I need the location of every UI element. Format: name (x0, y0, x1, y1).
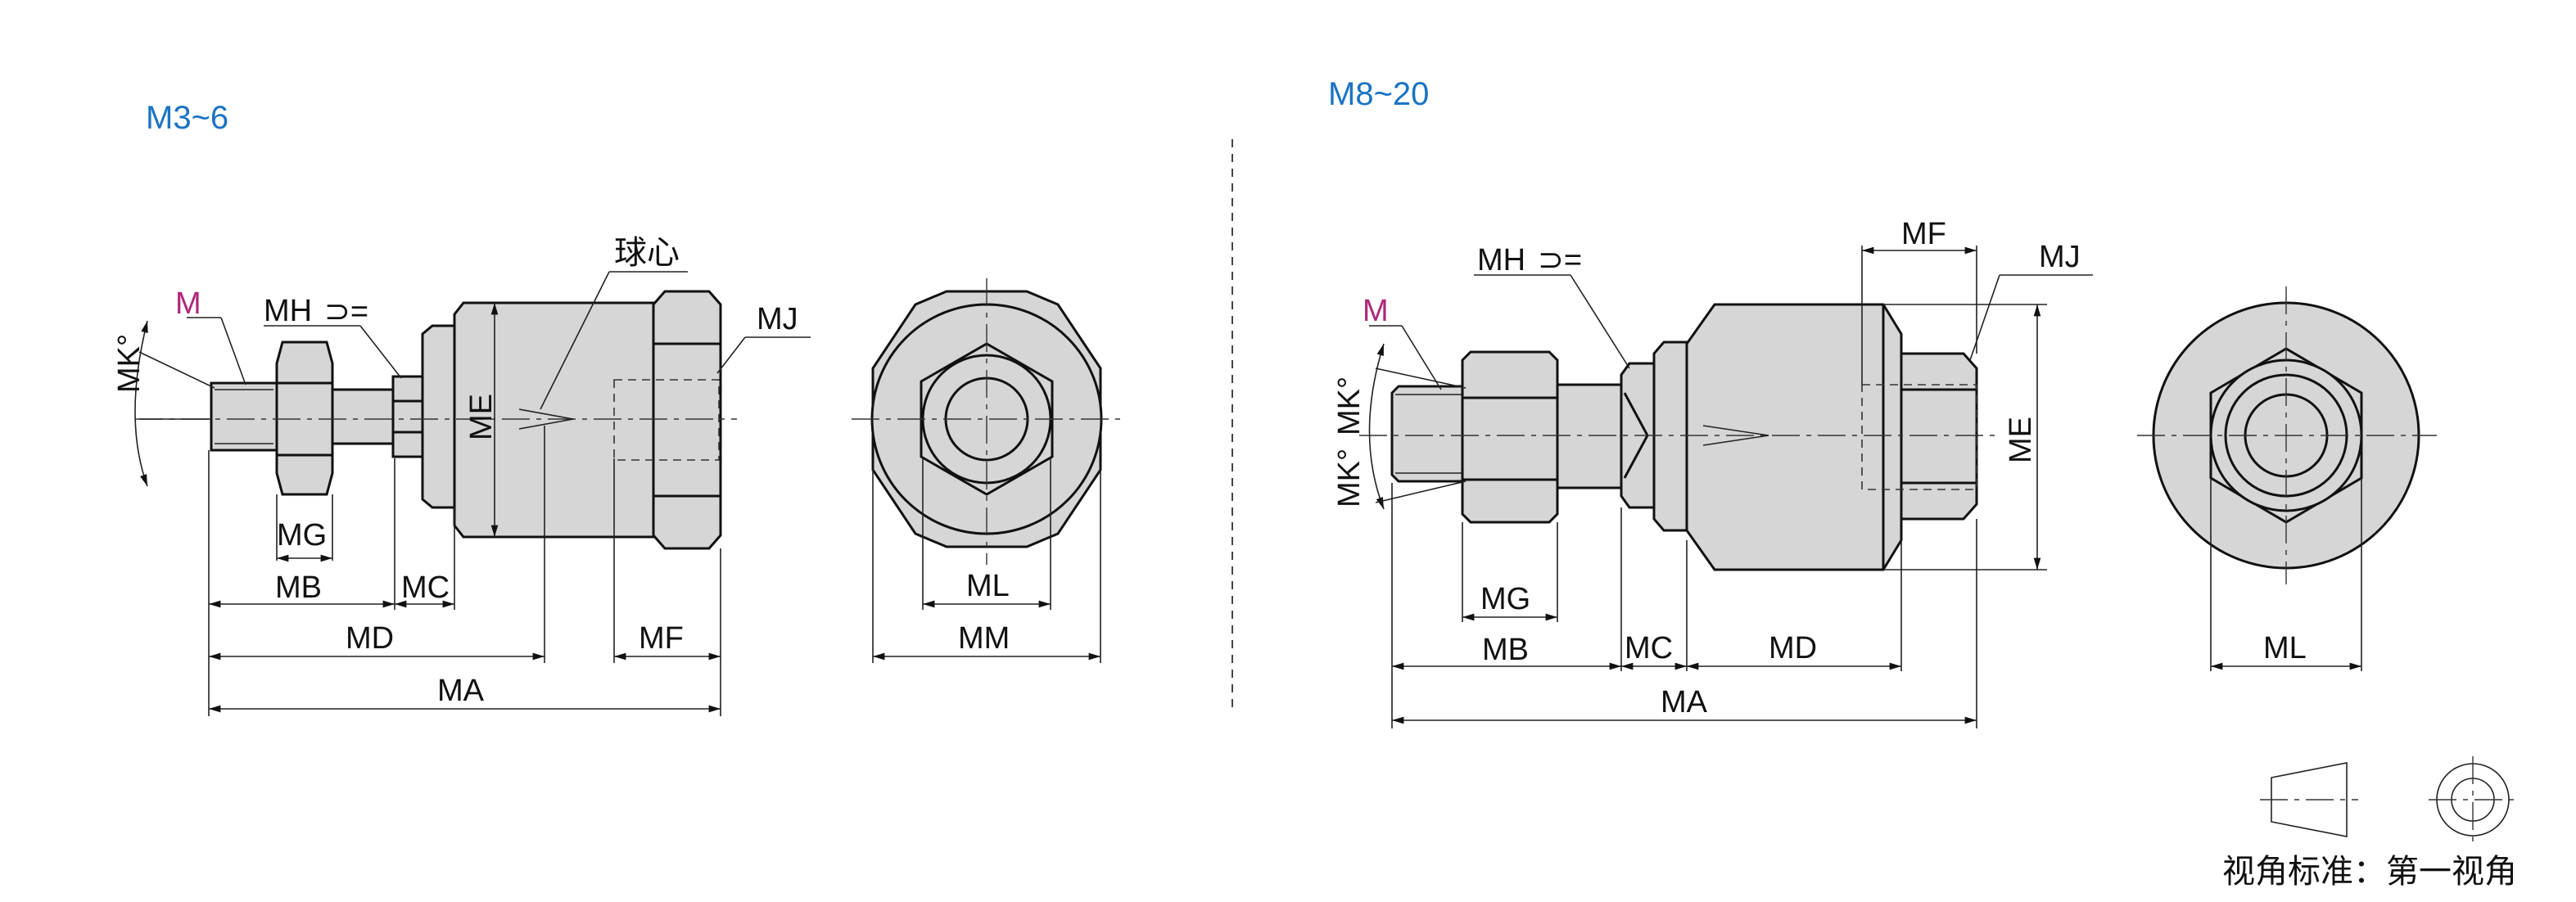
left-end-view (852, 278, 1122, 565)
right-angle-label-1: MK° (1332, 377, 1367, 435)
right-end-view (2137, 286, 2437, 584)
right-dim-md: MD (1769, 631, 1817, 665)
right-section-title: M8~20 (1328, 76, 1429, 112)
left-wrench-icon: ⊃= (324, 295, 368, 329)
left-angle-label: MK° (112, 334, 147, 393)
right-view-labels: M MK° MK° MH ⊃= MJ MF ME (1332, 217, 2093, 571)
left-dim-mg: MG (277, 518, 327, 552)
right-dim-ma: MA (1661, 685, 1708, 719)
left-thread-label: M (175, 286, 201, 321)
left-dimensions: MG MB MC MD MF MA (208, 426, 721, 716)
projection-label: 视角标准：第一视角 (2222, 853, 2517, 891)
left-end-dim-mm: MM (958, 621, 1010, 656)
right-end-dim-ml: ML (2263, 631, 2307, 665)
right-hexnut-label: MJ (2039, 240, 2081, 274)
left-dim-mf: MF (639, 621, 684, 656)
left-hex-label: MH (264, 294, 312, 328)
left-dim-mb: MB (275, 571, 322, 605)
right-thread-label: M (1363, 294, 1389, 328)
right-angle-label-2: MK° (1332, 449, 1367, 507)
right-dim-mf: MF (1901, 217, 1946, 251)
left-end-dimensions: ML MM (872, 458, 1101, 663)
left-dim-md: MD (346, 621, 394, 656)
left-dim-mc: MC (401, 571, 450, 605)
left-hexnut-label: MJ (757, 302, 798, 336)
left-end-dim-ml: ML (966, 569, 1010, 603)
left-side-view (134, 290, 737, 550)
right-height-label: ME (2004, 417, 2038, 463)
right-dimensions: MG MB MC MD MA (1391, 483, 1977, 728)
right-wrench-icon: ⊃= (1538, 243, 1582, 277)
projection-symbol: 视角标准：第一视角 (2222, 756, 2517, 891)
right-hex-label: MH (1477, 243, 1525, 277)
right-side-view (1359, 303, 1998, 571)
left-view-labels: M MK° MH ⊃= 球心 MJ ME (112, 234, 811, 537)
left-center-label: 球心 (614, 234, 680, 272)
right-end-dimensions: ML (2210, 478, 2362, 671)
right-dim-mc: MC (1625, 631, 1673, 665)
right-dim-mg: MG (1480, 582, 1530, 616)
right-dim-mb: MB (1482, 633, 1529, 667)
left-height-label: ME (464, 394, 499, 440)
left-dim-ma: MA (437, 674, 485, 708)
left-section-title: M3~6 (146, 100, 228, 136)
